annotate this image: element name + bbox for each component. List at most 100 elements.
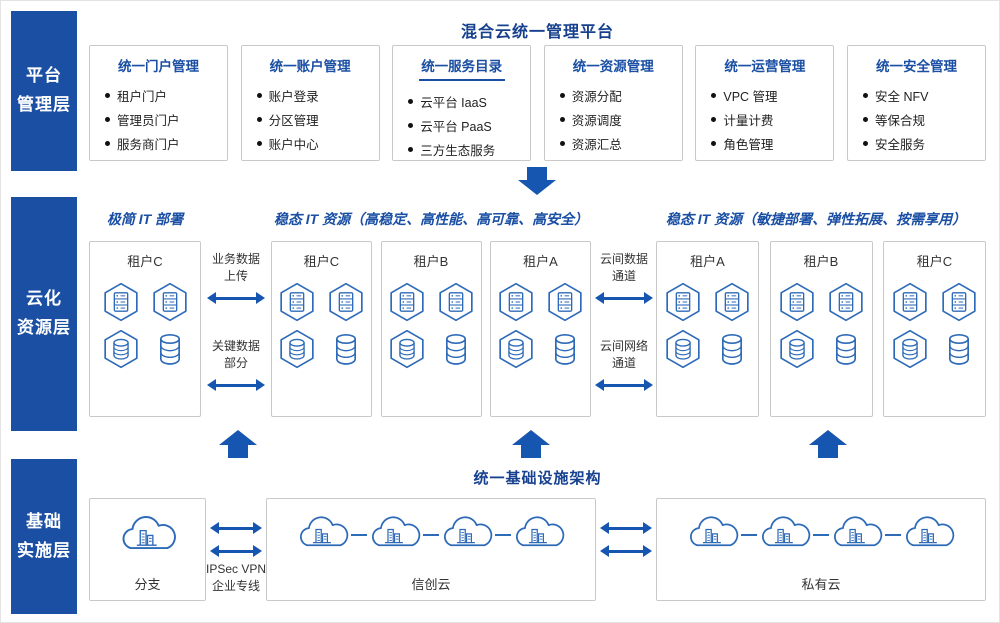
management-box-service-catalog: 统一服务目录 云平台 IaaS 云平台 PaaS 三方生态服务 bbox=[392, 45, 532, 161]
arrow-shaft bbox=[219, 549, 253, 553]
hex-server-icon bbox=[663, 282, 703, 322]
hex-server-icon bbox=[101, 282, 141, 322]
bullet-text: 资源分配 bbox=[571, 89, 622, 104]
arrow-head bbox=[600, 545, 609, 557]
bullet-item: 角色管理 bbox=[711, 131, 833, 155]
management-box-account: 统一账户管理 账户登录 分区管理 账户中心 bbox=[240, 45, 380, 161]
bullet-text: 角色管理 bbox=[723, 137, 774, 152]
bullet-text: 计量计费 bbox=[723, 113, 774, 128]
tenant-row-agile: 租户A 租户B 租户C bbox=[656, 241, 986, 417]
arrow-head bbox=[207, 379, 216, 391]
tenant-box: 租户C bbox=[89, 241, 201, 417]
bullet-dot bbox=[862, 92, 868, 98]
arrow-shaft bbox=[228, 445, 248, 458]
database-icon bbox=[712, 329, 752, 369]
header-stable-it-center: 稳态 IT 资源（高稳定、高性能、高可靠、高安全） bbox=[273, 211, 589, 227]
cloud-row bbox=[267, 512, 595, 554]
tenant-icon-grid bbox=[884, 282, 985, 369]
arrow-head bbox=[595, 292, 604, 304]
double-arrow-icon bbox=[600, 522, 652, 534]
bullet-dot bbox=[862, 116, 868, 122]
double-arrow-icon bbox=[207, 292, 265, 304]
arrow-head bbox=[512, 430, 550, 445]
tenant-box: 租户C bbox=[883, 241, 986, 417]
tenant-box: 租户B bbox=[769, 241, 873, 417]
title-underline bbox=[418, 79, 505, 81]
bullet-dot bbox=[105, 116, 110, 122]
hex-server-icon bbox=[712, 282, 752, 322]
double-arrow-icon bbox=[595, 379, 653, 391]
bullet-dot bbox=[408, 146, 414, 152]
cloud-building-icon bbox=[295, 512, 351, 554]
arrow-head bbox=[210, 522, 219, 534]
cloud-connector-line bbox=[495, 534, 511, 536]
double-arrow-icon bbox=[600, 545, 652, 557]
bullet-dot bbox=[711, 140, 717, 146]
arrow-head bbox=[256, 292, 265, 304]
bullet-item: 资源分配 bbox=[559, 83, 682, 107]
cloud-box-label: 私有云 bbox=[801, 577, 841, 592]
bullet-item: 服务商门户 bbox=[105, 131, 227, 155]
double-arrow-icon bbox=[210, 545, 262, 557]
arrow-shaft bbox=[604, 383, 644, 387]
hex-server-icon bbox=[826, 282, 866, 322]
bullet-item: 资源汇总 bbox=[559, 131, 682, 155]
cloud-row bbox=[657, 512, 985, 554]
management-box-title: 统一安全管理 bbox=[875, 59, 957, 74]
database-icon bbox=[826, 329, 866, 369]
arrow-head bbox=[643, 545, 652, 557]
bullet-text: 云平台 IaaS bbox=[420, 95, 487, 110]
bullet-dot bbox=[408, 122, 414, 128]
arrow-shaft bbox=[609, 526, 643, 530]
management-box-title: 统一资源管理 bbox=[572, 59, 654, 74]
bullet-item: 账户登录 bbox=[256, 83, 379, 107]
arrow-shaft bbox=[818, 445, 838, 458]
hex-server-icon bbox=[496, 282, 536, 322]
bullet-text: 服务商门户 bbox=[117, 137, 180, 152]
bullet-text: 云平台 PaaS bbox=[420, 119, 492, 134]
cloud-building-icon bbox=[901, 512, 957, 554]
tenant-title: 租户C bbox=[916, 254, 953, 269]
tenant-icon-grid bbox=[382, 282, 481, 369]
branch-box: 分支 bbox=[89, 498, 206, 601]
hex-server-icon bbox=[277, 282, 317, 322]
bullet-text: 账户中心 bbox=[268, 137, 319, 152]
bullet-list: 租户门户 管理员门户 服务商门户 bbox=[90, 83, 227, 155]
hex-server-icon bbox=[387, 282, 427, 322]
management-box-operation: 统一运营管理 VPC 管理 计量计费 角色管理 bbox=[695, 45, 835, 161]
bullet-item: 安全服务 bbox=[862, 131, 985, 155]
bullet-text: 三方生态服务 bbox=[420, 143, 496, 158]
bullet-dot bbox=[711, 116, 717, 122]
tenant-row-stable: 租户C 租户B 租户A bbox=[271, 241, 591, 417]
tenant-icon-grid bbox=[272, 282, 371, 369]
bullet-text: 租户门户 bbox=[117, 89, 168, 104]
tenant-title: 租户C bbox=[127, 254, 163, 269]
bullet-item: 云平台 IaaS bbox=[408, 89, 530, 113]
bullet-text: 账户登录 bbox=[268, 89, 319, 104]
layer-label-infrastructure: 基础 实施层 bbox=[11, 459, 77, 614]
xinchuang-cloud-box: 信创云 bbox=[266, 498, 596, 601]
arrow-head bbox=[207, 292, 216, 304]
cloud-building-icon bbox=[439, 512, 495, 554]
arrow-shaft bbox=[216, 383, 256, 387]
arrow-shaft bbox=[521, 445, 541, 458]
arrow-head bbox=[643, 522, 652, 534]
tenant-box: 租户C bbox=[271, 241, 372, 417]
tenant-icon-grid bbox=[90, 282, 200, 369]
double-arrow-icon bbox=[210, 522, 262, 534]
arrow-head bbox=[644, 379, 653, 391]
bullet-item: 等保合规 bbox=[862, 107, 985, 131]
database-icon bbox=[436, 329, 476, 369]
bullet-item: 管理员门户 bbox=[105, 107, 227, 131]
bullet-text: 安全 NFV bbox=[874, 89, 929, 104]
infrastructure-title: 统一基础设施架构 bbox=[473, 470, 602, 487]
bullet-text: 资源调度 bbox=[571, 113, 622, 128]
tenant-title: 租户A bbox=[523, 254, 558, 269]
hex-database-icon bbox=[777, 329, 817, 369]
bullet-dot bbox=[105, 140, 110, 146]
tenant-title: 租户B bbox=[803, 254, 839, 269]
cloud-building-icon bbox=[685, 512, 741, 554]
arrow-shaft bbox=[527, 167, 547, 180]
cloud-building-icon bbox=[367, 512, 423, 554]
database-icon bbox=[326, 329, 366, 369]
